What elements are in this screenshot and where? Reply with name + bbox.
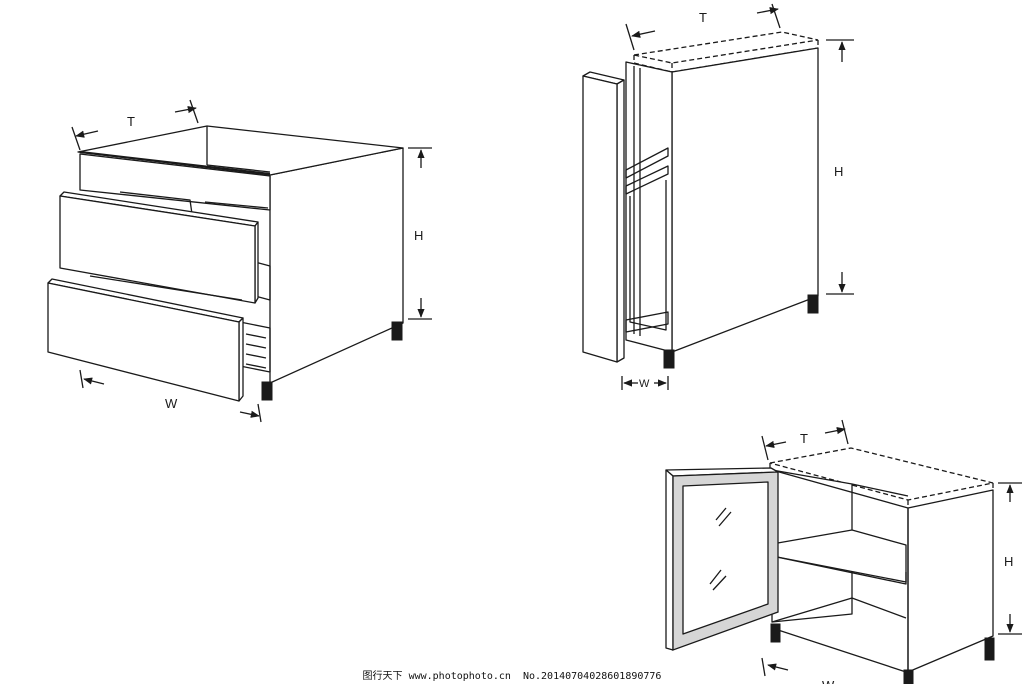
cabinet-leg — [984, 637, 995, 661]
width-label: W — [165, 396, 178, 411]
depth-label: T — [800, 431, 808, 446]
height-label: H — [1004, 554, 1013, 569]
cabinet-leg — [261, 381, 273, 401]
cabinet-leg — [807, 294, 819, 314]
pullout-cabinet: T H W — [582, 3, 854, 390]
watermark: 图行天下 www.photophoto.cn No.20140704028601… — [0, 667, 1024, 682]
drawer-cabinet: T H W — [47, 99, 432, 423]
width-label: W — [822, 678, 835, 684]
width-label: W — [639, 378, 650, 390]
cabinet-leg — [770, 623, 781, 643]
cabinet-side-panel — [907, 489, 994, 673]
watermark-site: 图行天下 www.photophoto.cn — [362, 671, 511, 682]
cabinet-side-panel — [671, 47, 819, 353]
height-label: H — [414, 228, 423, 243]
glass-pane — [682, 481, 769, 635]
height-label: H — [834, 164, 843, 179]
depth-label: T — [699, 10, 707, 25]
glass-door-cabinet: T H W — [665, 419, 1022, 684]
watermark-code: No.20140704028601890776 — [522, 671, 662, 682]
top-rail — [79, 150, 271, 176]
lower-drawer-front — [47, 282, 240, 402]
cabinet-leg — [663, 349, 675, 369]
cabinet-leg — [903, 669, 914, 684]
upper-drawer-front — [59, 195, 256, 304]
depth-label: T — [127, 114, 135, 129]
cabinet-side-panel — [269, 147, 404, 384]
pullout-front-panel — [582, 75, 618, 363]
cabinet-leg — [391, 321, 403, 341]
